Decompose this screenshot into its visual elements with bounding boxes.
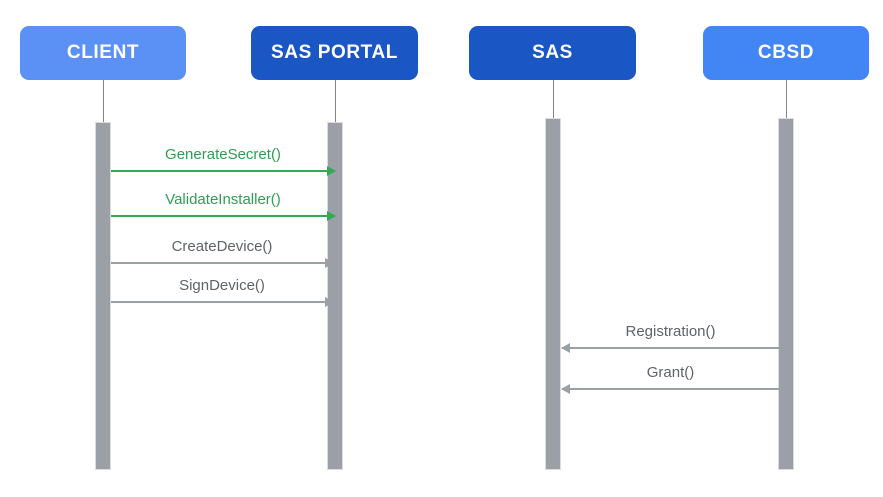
arrow-head-icon <box>561 383 570 394</box>
message-label: SignDevice() <box>179 277 265 294</box>
message-line <box>111 301 333 303</box>
message-label: Registration() <box>625 323 716 340</box>
arrow-head-icon <box>325 257 334 268</box>
participant-sas[interactable]: SAS <box>469 26 636 80</box>
message-line <box>111 262 333 264</box>
participant-label: SAS PORTAL <box>270 42 399 63</box>
lifeline-sas <box>552 80 554 120</box>
lifeline-client <box>102 80 104 124</box>
message-label: ValidateInstaller() <box>165 191 281 208</box>
message-line <box>562 388 779 390</box>
arrow-head-icon <box>325 296 334 307</box>
participant-label: SAS <box>532 42 573 63</box>
participant-client[interactable]: CLIENT <box>20 26 186 80</box>
participant-cbsd[interactable]: CBSD <box>703 26 869 80</box>
activation-bar-client <box>95 122 111 470</box>
message-label: GenerateSecret() <box>165 146 281 163</box>
arrow-head-icon <box>327 210 336 221</box>
message-label: CreateDevice() <box>171 238 273 255</box>
lifeline-cbsd <box>785 80 787 120</box>
activation-bar-sas <box>545 118 561 470</box>
message-label: Grant() <box>646 364 695 381</box>
message-line <box>111 170 335 172</box>
arrow-head-icon <box>561 342 570 353</box>
message-line <box>111 215 335 217</box>
activation-bar-cbsd <box>778 118 794 470</box>
participant-label: CLIENT <box>66 42 140 63</box>
lifeline-sas-portal <box>334 80 336 124</box>
activation-bar-sas-portal <box>327 122 343 470</box>
message-line <box>562 347 779 349</box>
arrow-head-icon <box>327 165 336 176</box>
participant-sas-portal[interactable]: SAS PORTAL <box>251 26 418 80</box>
participant-label: CBSD <box>757 42 815 63</box>
